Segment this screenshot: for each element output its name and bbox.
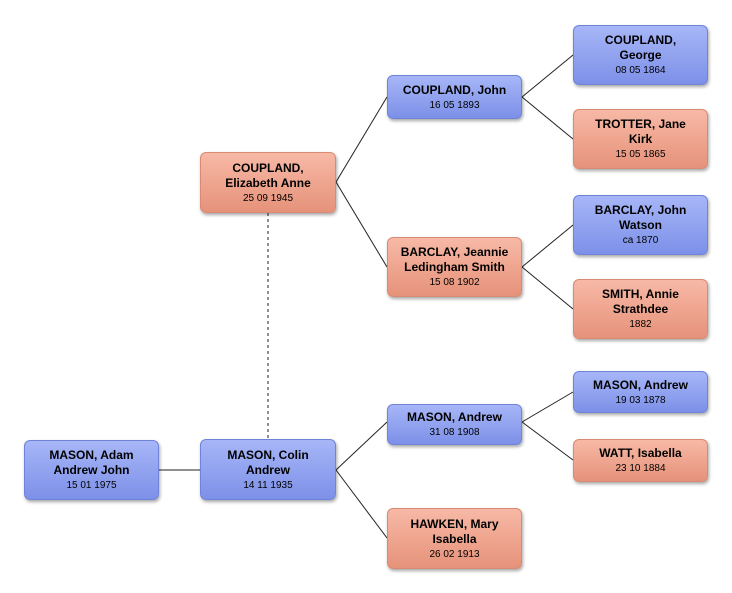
connector-john-jane <box>521 96 574 140</box>
connector-john-george <box>521 54 574 98</box>
person-name: BARCLAY, Jeannie Ledingham Smith <box>400 245 509 274</box>
person-birth-date: 08 05 1864 <box>615 65 666 76</box>
connector-jeannie-annie <box>521 266 574 310</box>
connector-colin-andrew <box>335 421 388 471</box>
person-birth-date: 14 11 1935 <box>243 479 293 491</box>
person-birth-date: ca 1870 <box>622 235 659 246</box>
person-name: BARCLAY, John Watson <box>594 203 687 232</box>
person-box-john-coupland[interactable]: COUPLAND, John 16 05 1893 <box>387 75 522 119</box>
person-box-jane-trotter[interactable]: TROTTER, Jane Kirk 15 05 1865 <box>573 109 708 169</box>
person-name: HAWKEN, Mary Isabella <box>410 516 499 546</box>
person-name: TROTTER, Jane Kirk <box>595 117 686 146</box>
person-box-mary-hawken[interactable]: HAWKEN, Mary Isabella 26 02 1913 <box>387 508 522 569</box>
person-box-isabella-watt[interactable]: WATT, Isabella 23 10 1884 <box>573 439 708 482</box>
person-birth-date: 1882 <box>629 319 652 330</box>
connector-jeannie-johnbarclay <box>521 224 574 268</box>
person-name: MASON, Colin Andrew <box>227 447 309 477</box>
person-box-colin-mason[interactable]: MASON, Colin Andrew 14 11 1935 <box>200 439 336 500</box>
person-birth-date: 19 03 1878 <box>615 394 666 406</box>
person-birth-date: 31 08 1908 <box>429 427 480 438</box>
connector-elizabeth-john <box>335 96 388 183</box>
person-box-andrew-mason-1878[interactable]: MASON, Andrew 19 03 1878 <box>573 371 708 413</box>
person-box-jeannie-barclay[interactable]: BARCLAY, Jeannie Ledingham Smith 15 08 1… <box>387 237 522 297</box>
person-box-elizabeth-coupland[interactable]: COUPLAND, Elizabeth Anne 25 09 1945 <box>200 152 336 213</box>
person-box-andrew-mason-1908[interactable]: MASON, Andrew 31 08 1908 <box>387 404 522 445</box>
person-birth-date: 26 02 1913 <box>429 548 480 560</box>
person-name: MASON, Adam Andrew John <box>49 448 134 477</box>
person-box-john-barclay[interactable]: BARCLAY, John Watson ca 1870 <box>573 195 708 255</box>
person-name: MASON, Andrew <box>407 410 502 424</box>
person-birth-date: 23 10 1884 <box>615 463 666 474</box>
person-birth-date: 16 05 1893 <box>429 99 480 111</box>
connector-colin-mary <box>335 469 388 539</box>
person-name: SMITH, Annie Strathdee <box>602 287 679 316</box>
person-box-george-coupland[interactable]: COUPLAND, George 08 05 1864 <box>573 25 708 85</box>
connector-andrew-andrew1878 <box>521 391 574 423</box>
person-box-adam-mason[interactable]: MASON, Adam Andrew John 15 01 1975 <box>24 440 159 500</box>
person-name: WATT, Isabella <box>599 446 682 460</box>
person-name: COUPLAND, John <box>402 82 507 97</box>
person-name: COUPLAND, George <box>604 33 677 62</box>
connector-elizabeth-jeannie <box>335 181 388 268</box>
person-name: MASON, Andrew <box>593 377 688 392</box>
person-birth-date: 15 01 1975 <box>66 480 117 491</box>
person-box-annie-smith[interactable]: SMITH, Annie Strathdee 1882 <box>573 279 708 339</box>
person-birth-date: 15 05 1865 <box>615 149 666 160</box>
person-name: COUPLAND, Elizabeth Anne <box>225 160 311 190</box>
connector-andrew-isabella <box>521 421 574 461</box>
person-birth-date: 15 08 1902 <box>429 277 480 288</box>
person-birth-date: 25 09 1945 <box>242 192 294 204</box>
